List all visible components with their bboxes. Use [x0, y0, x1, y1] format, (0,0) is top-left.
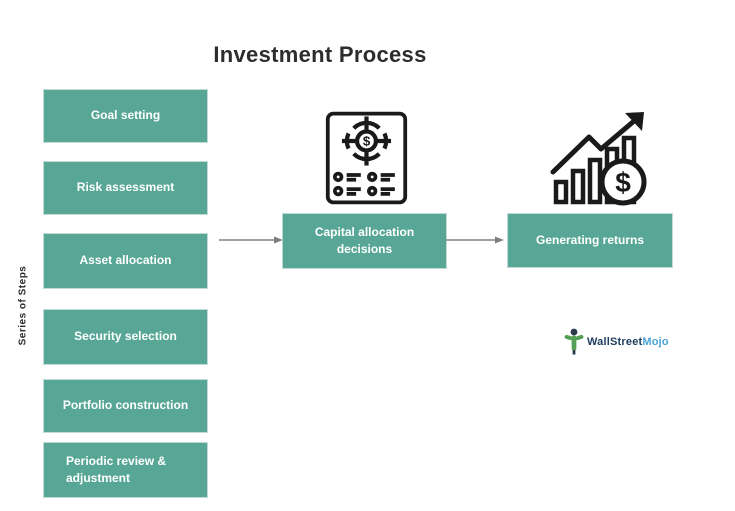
flow-box-label: Capital allocation decisions — [314, 224, 415, 256]
flow-box-capital-allocation-decisions: Capital allocation decisions — [283, 214, 446, 268]
svg-text:$: $ — [363, 134, 371, 149]
page-title: Investment Process — [213, 42, 427, 67]
step-box-goal-setting: Goal setting — [44, 90, 207, 142]
step-label: Goal setting — [90, 108, 161, 123]
step-label: Portfolio construction — [62, 398, 189, 413]
step-box-security-selection: Security selection — [44, 310, 207, 364]
wallstreetmojo-mascot-icon — [564, 328, 584, 355]
step-box-risk-assessment: Risk assessment — [44, 162, 207, 214]
svg-text:$: $ — [615, 167, 631, 198]
step-label: Periodic review & adjustment — [66, 453, 167, 485]
growth-bar-chart-arrow-dollar-icon: $ — [550, 110, 652, 213]
logo-text-mojo: Mojo — [642, 335, 669, 348]
flow-box-label: Generating returns — [535, 232, 645, 247]
logo-text-wallstreet: WallStreet — [587, 335, 643, 348]
flow-arrow-right — [446, 236, 504, 244]
step-box-periodic-review-adjustment: Periodic review & adjustment — [44, 443, 207, 497]
step-box-portfolio-construction: Portfolio construction — [44, 380, 207, 432]
wallstreetmojo-logo: WallStreetMojo — [564, 328, 669, 355]
flow-arrow-left — [219, 236, 283, 244]
step-label: Asset allocation — [79, 253, 172, 268]
flow-box-generating-returns: Generating returns — [508, 214, 672, 267]
step-box-asset-allocation: Asset allocation — [44, 234, 207, 288]
series-of-steps-label: Series of Steps — [17, 265, 29, 346]
step-label: Risk assessment — [76, 180, 175, 195]
step-label: Security selection — [74, 329, 177, 344]
wallstreetmojo-logo-text: WallStreetMojo — [587, 336, 669, 348]
allocation-report-dollar-target-icon: $ — [324, 110, 409, 211]
